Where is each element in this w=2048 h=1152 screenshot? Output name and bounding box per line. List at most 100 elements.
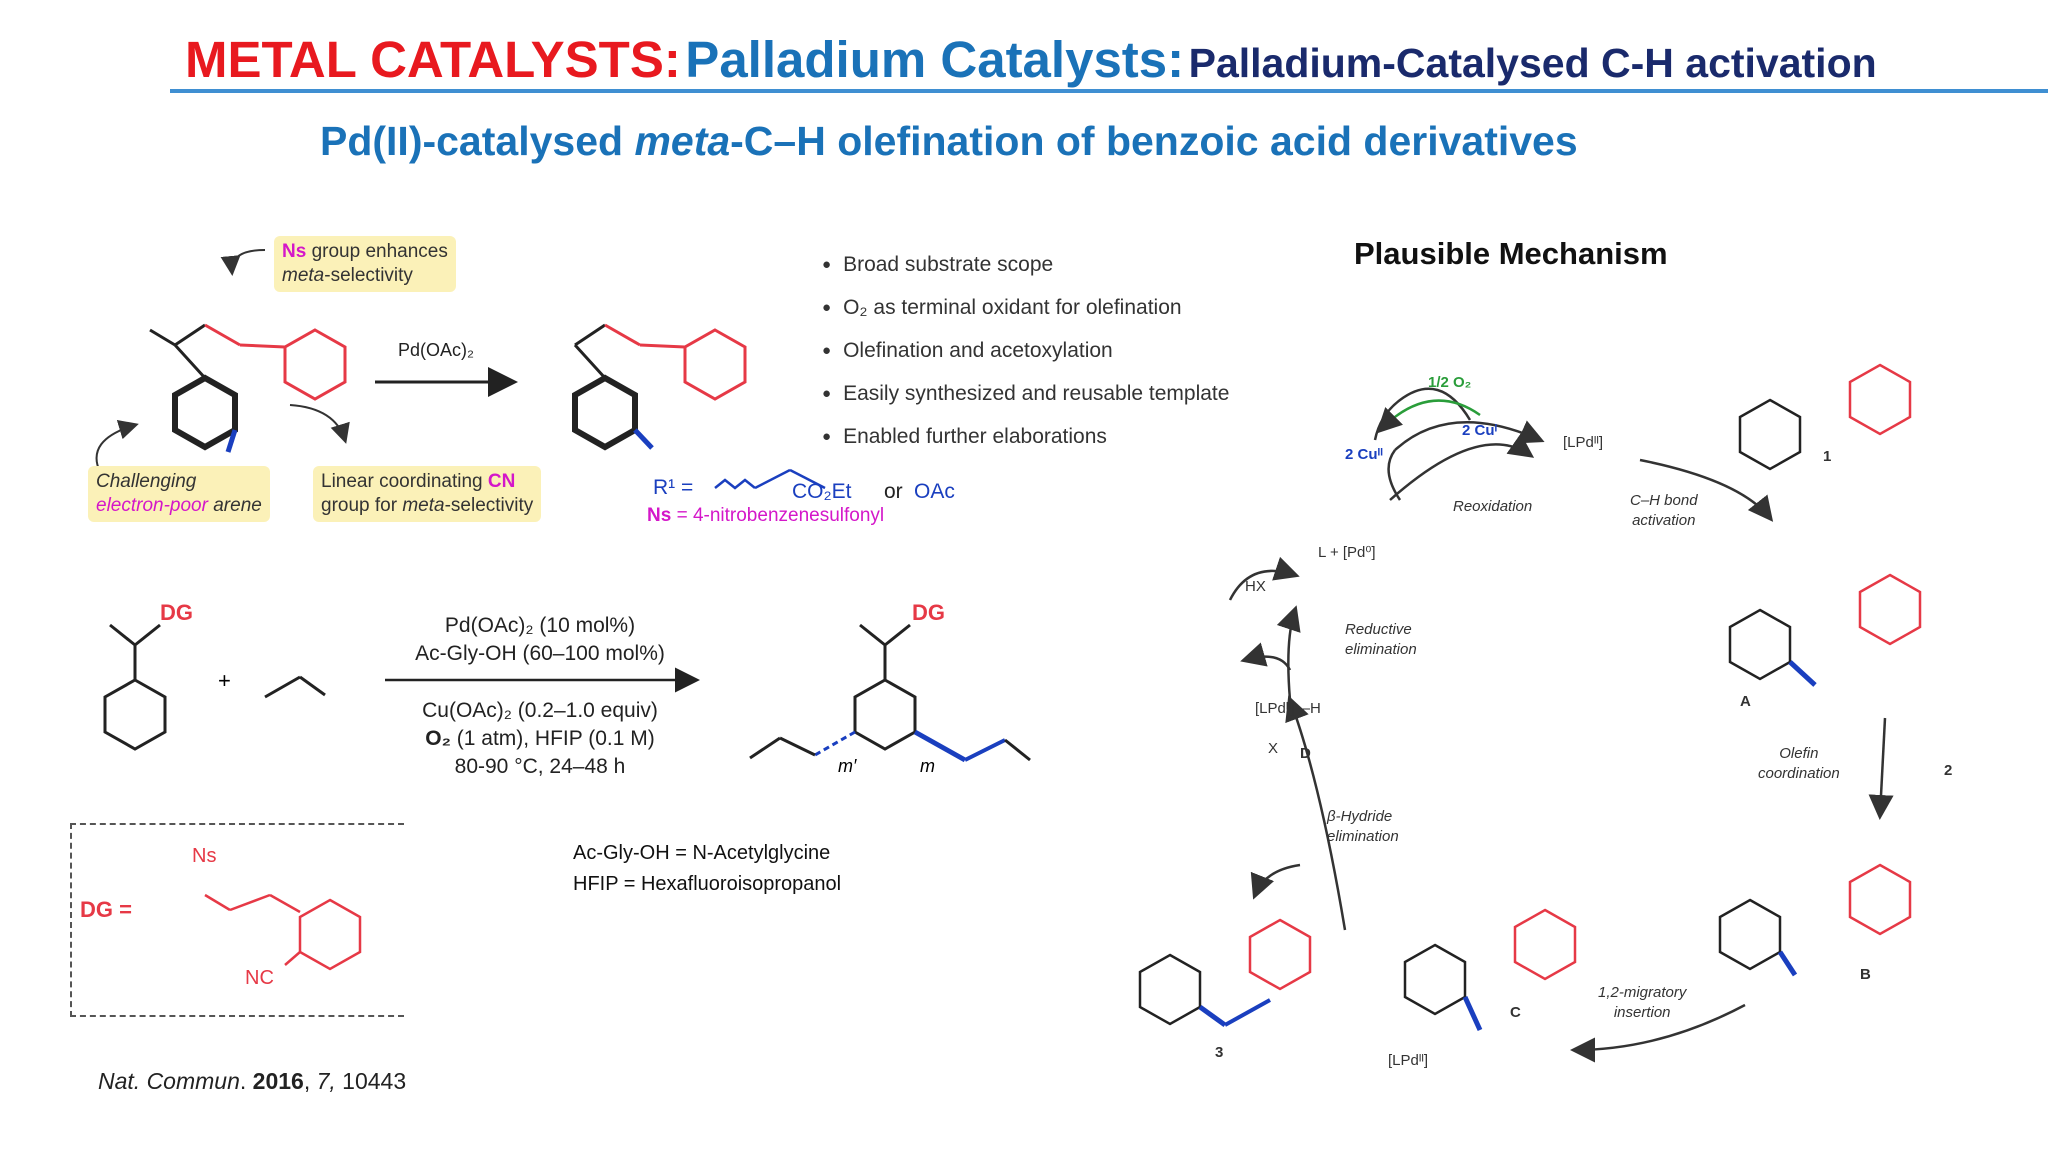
- reoxidation-label: Reoxidation: [1453, 498, 1533, 515]
- cn-text: CN: [487, 471, 516, 492]
- citation-volume: 7,: [316, 1068, 336, 1094]
- feature-item: Olefination and acetoxylation: [822, 330, 1229, 373]
- dg-label-reactant: DG: [160, 600, 193, 625]
- mechanism-structures: [1138, 363, 1922, 1032]
- ch-activation-label: C–H bond activation: [1630, 491, 1698, 531]
- beta-hydride-label: β-Hydride elimination: [1327, 807, 1399, 847]
- meta-product-structure: [749, 623, 1031, 763]
- page-title: METAL CATALYSTS: Palladium Catalysts: Pa…: [185, 30, 1877, 89]
- condition-4: O₂ (1 atm), HFIP (0.1 M): [395, 725, 685, 753]
- electron-poor-text: electron-poor: [96, 495, 208, 516]
- pd0-label: L + [Pd⁰]: [1318, 544, 1376, 561]
- dg-nc-label: NC: [245, 967, 274, 989]
- citation: Nat. Commun. 2016, 7, 10443: [98, 1068, 407, 1094]
- m-label: m: [920, 756, 935, 776]
- title-part-1: METAL CATALYSTS:: [185, 31, 681, 88]
- subtitle-after: -C–H olefination of benzoic acid derivat…: [730, 118, 1578, 164]
- r1-label: R¹ =: [653, 476, 694, 499]
- linear-text: Linear coordinating: [321, 471, 488, 492]
- co2et-label: CO₂Et: [792, 480, 852, 503]
- condition-2: Ac-Gly-OH (60–100 mol%): [415, 642, 665, 665]
- compound-2-label: 2: [1944, 762, 1953, 779]
- abbreviation-item: Ac-Gly-OH = N-Acetylglycine: [573, 842, 831, 864]
- condition-4-rest: (1 atm), HFIP (0.1 M): [450, 727, 655, 750]
- subtitle-before: Pd(II)-catalysed: [320, 118, 635, 164]
- subtitle-italic: meta: [634, 118, 731, 164]
- plus-sign: +: [218, 668, 231, 693]
- ns-def-text: = 4-nitrobenzenesulfonyl: [671, 505, 885, 526]
- linear-selectivity: -selectivity: [444, 495, 534, 516]
- olefin-coordination-label: Olefin coordination: [1758, 744, 1840, 784]
- mechanism-title: Plausible Mechanism: [1354, 236, 1668, 271]
- product-3-label: 3: [1215, 1044, 1224, 1061]
- beta-line-1: β-Hydride: [1327, 808, 1393, 825]
- conditions-above: Pd(OAc)₂ (10 mol%) Ac-Gly-OH (60–100 mol…: [395, 612, 685, 668]
- migratory-line-1: 1,2-migratory: [1598, 984, 1687, 1001]
- pd-hydride-x-label: X: [1268, 740, 1279, 757]
- benzoic-acid-structure: [103, 623, 167, 751]
- migratory-insertion-label: 1,2-migratory insertion: [1598, 983, 1686, 1023]
- olefin-line-1: Olefin: [1779, 745, 1819, 762]
- o2-bold: O₂: [425, 727, 451, 750]
- intermediate-a-label: A: [1740, 693, 1751, 710]
- linear-cn-note: Linear coordinating CN group for meta-sel…: [313, 466, 542, 522]
- abbreviations: Ac-Gly-OH = N-Acetylglycine HFIP = Hexaf…: [573, 838, 841, 900]
- olefin-line-2: coordination: [1758, 765, 1840, 782]
- dg-definition-label: DG =: [80, 897, 132, 922]
- intermediate-c-label: C: [1510, 1004, 1521, 1021]
- pd-oac-reagent: Pd(OAc)₂: [398, 340, 474, 360]
- condition-5: 80-90 °C, 24–48 h: [454, 755, 626, 778]
- challenging-text: Challenging: [96, 471, 197, 492]
- challenging-note: Challenging electron-poor arene: [88, 466, 270, 522]
- half-o2-label: 1/2 O₂: [1428, 374, 1472, 391]
- ns-note-meta: meta: [282, 265, 325, 286]
- reductive-elimination-label: Reductive elimination: [1345, 620, 1417, 660]
- subtitle: Pd(II)-catalysed meta-C–H olefination of…: [320, 118, 1578, 165]
- substrate-structure: [149, 323, 347, 453]
- m-prime-label: m′: [838, 756, 857, 776]
- reductive-line-2: elimination: [1345, 641, 1417, 658]
- ns-note-text: group enhances: [306, 241, 448, 262]
- condition-1: Pd(OAc)₂ (10 mol%): [444, 614, 636, 637]
- ch-activation-line-1: C–H bond: [1630, 492, 1698, 509]
- reductive-line-1: Reductive: [1345, 621, 1412, 638]
- feature-item: Easily synthesized and reusable template: [822, 373, 1229, 416]
- abbreviation-item: HFIP = Hexafluoroisopropanol: [573, 873, 842, 895]
- migratory-line-2: insertion: [1613, 1004, 1671, 1021]
- feature-item: O₂ as terminal oxidant for olefination: [822, 287, 1229, 330]
- dg-label-product: DG: [912, 600, 945, 625]
- intermediate-b-label: B: [1860, 966, 1871, 983]
- feature-list: Broad substrate scope O₂ as terminal oxi…: [822, 244, 1229, 459]
- lpd-alkyl-label: [LPdᴵᴵ]: [1388, 1052, 1429, 1069]
- title-rule: [170, 89, 2048, 93]
- arene-text: arene: [207, 495, 262, 516]
- cu1-label: 2 Cuᴵ: [1462, 422, 1498, 439]
- citation-page: 10443: [335, 1068, 407, 1094]
- dg-box: [70, 823, 404, 1017]
- compound-1-label: 1: [1823, 448, 1832, 465]
- beta-line-2: elimination: [1327, 828, 1399, 845]
- linear-meta: meta: [402, 495, 445, 516]
- ns-definition: Ns = 4-nitrobenzenesulfonyl: [647, 505, 884, 527]
- pd-hydride-label: [LPdᴵᴵ]—H: [1255, 700, 1321, 717]
- olefin-structure: [264, 675, 326, 699]
- lpd2-catalyst-label: [LPdᴵᴵ]: [1563, 434, 1604, 451]
- r1-definition: R¹ =: [653, 476, 693, 500]
- oac-label: OAc: [914, 480, 955, 503]
- product-structure: [572, 323, 747, 451]
- group-text: group for: [321, 495, 403, 516]
- cu2-label: 2 Cuᴵᴵ: [1345, 446, 1383, 463]
- condition-3: Cu(OAc)₂ (0.2–1.0 equiv): [422, 699, 658, 722]
- ns-note: Ns group enhances meta-selectivity: [274, 236, 456, 292]
- ch-activation-line-2: activation: [1632, 512, 1696, 529]
- ns-note-selectivity: -selectivity: [324, 265, 413, 286]
- title-part-2: Palladium Catalysts:: [685, 31, 1185, 88]
- feature-item: Enabled further elaborations: [822, 416, 1229, 459]
- ns-note-ns: Ns: [282, 241, 307, 262]
- feature-item: Broad substrate scope: [822, 244, 1229, 287]
- citation-journal: Nat. Commun: [98, 1068, 240, 1094]
- intermediate-d-label: D: [1300, 745, 1311, 762]
- hx-label: HX: [1245, 578, 1266, 595]
- or-label: or: [884, 480, 903, 503]
